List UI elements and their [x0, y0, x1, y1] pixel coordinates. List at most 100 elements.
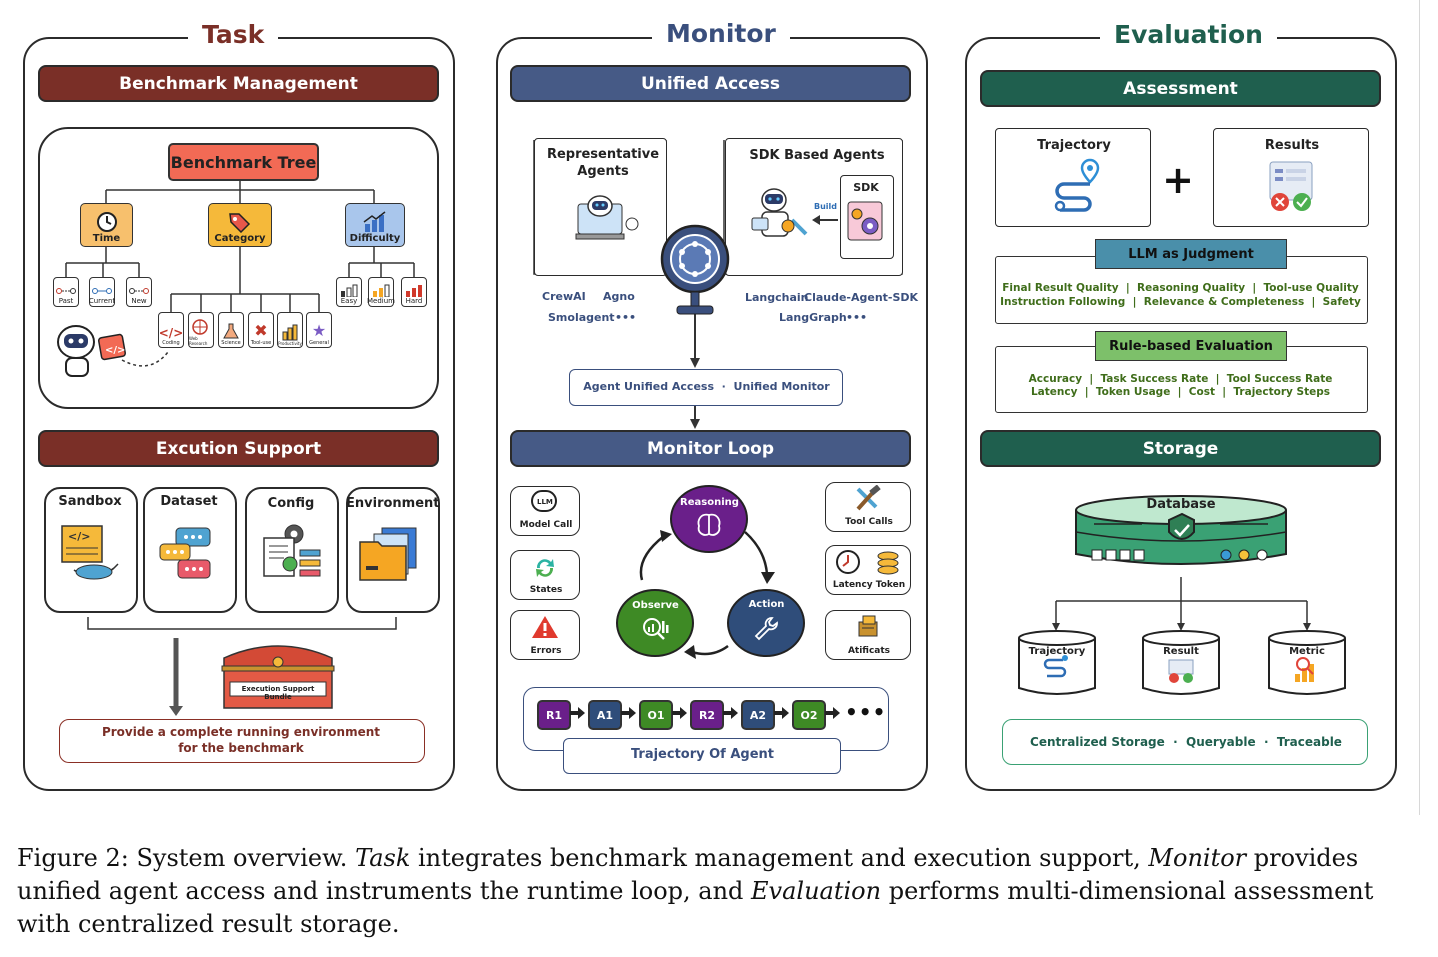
task-title: Task: [188, 20, 279, 49]
observe-node: [616, 589, 694, 657]
current-label: Current: [88, 297, 116, 305]
leaf-easy: Easy: [336, 277, 362, 307]
environment-label: Environment: [346, 496, 440, 511]
clock-icon: [96, 212, 117, 232]
trajectory-step-a2: A2: [741, 700, 775, 730]
rule-criteria-line1: Accuracy | Task Success Rate | Tool Succ…: [1028, 373, 1333, 385]
past-icon: [56, 288, 76, 294]
provide-text-box: [59, 719, 425, 763]
dataset-label: Dataset: [160, 494, 218, 509]
leaf-current: Current: [89, 277, 115, 307]
right-edge-line: [1419, 0, 1420, 815]
rule-criteria-line2: Latency | Token Usage | Cost | Trajector…: [1030, 386, 1331, 398]
storage-text: Centralized Storage · Queryable · Tracea…: [1030, 735, 1342, 749]
representative-agents-label-1: Representative: [546, 147, 660, 162]
svg-text:</>: </>: [68, 530, 90, 543]
framework-more-left: •••: [615, 311, 637, 324]
storage-bar: Storage: [980, 430, 1381, 467]
medium-label: Medium: [367, 297, 395, 305]
representative-agents-label-2: Agents: [577, 164, 629, 179]
leaf-past: Past: [53, 277, 79, 307]
refresh-states-icon: [536, 559, 554, 577]
benchmark-management-bar: Benchmark Management: [38, 65, 439, 102]
productivity-label: Productivity: [278, 341, 302, 346]
hammer-wrench-icon: [856, 485, 881, 511]
leaf-hard: Hard: [401, 277, 427, 307]
trajectory-arrows: [570, 707, 840, 719]
states-label: States: [529, 585, 563, 595]
caption-part1: integrates benchmark management and exec…: [410, 844, 1149, 872]
database-label: Database: [1146, 497, 1216, 512]
bundle-label: Execution Support Bundle: [241, 685, 315, 701]
unified-monitor-text: Agent Unified Access · Unified Monitor: [583, 380, 830, 393]
provide-text-line2: for the benchmark: [178, 741, 304, 755]
framework-langgraph: LangGraph: [779, 311, 847, 324]
evaluation-title: Evaluation: [1100, 20, 1277, 49]
action-label: Action: [748, 599, 785, 610]
medium-bars-icon: [373, 284, 390, 297]
globe-search-icon: [192, 319, 208, 335]
framework-agno: Agno: [603, 290, 635, 303]
results-check-icon: [1269, 161, 1313, 211]
chat-bubbles-icon: [159, 527, 211, 579]
build-arrow-icon: [812, 215, 838, 225]
metric-store-label: Metric: [1289, 646, 1325, 657]
errors-label: Errors: [530, 646, 562, 656]
route-pin-icon: [1054, 158, 1100, 212]
results-card-label: Results: [1264, 138, 1320, 153]
difficulty-category: Difficulty: [345, 203, 405, 247]
robot-coder-icon: </>: [57, 325, 127, 377]
caption-monitor: Monitor: [1148, 844, 1247, 872]
code-icon: </>: [158, 326, 184, 340]
leaf-general: ★ General: [306, 312, 332, 348]
tool-use-label: Tool-use: [250, 340, 272, 346]
trajectory-more: •••: [845, 700, 887, 724]
monitor-globe-icon: [660, 224, 730, 315]
past-label: Past: [58, 297, 74, 305]
framework-langchain: Langchain: [745, 291, 809, 304]
config-gear-icon: [263, 524, 321, 577]
trajectory-store-cylinder: [1018, 630, 1096, 695]
star-icon: ★: [311, 321, 327, 340]
caption-task: Task: [355, 844, 411, 872]
category-category: Category: [208, 203, 272, 247]
framework-more-right: •••: [846, 311, 868, 324]
sdk-gears-icon: [847, 201, 883, 241]
caption-prefix: Figure 2: System overview.: [17, 844, 356, 872]
robot-tools-icon: [751, 188, 808, 237]
rule-based-header: Rule-based Evaluation: [1095, 331, 1287, 361]
sdk-label: SDK: [853, 181, 879, 194]
leaf-coding: </> Coding: [158, 312, 184, 348]
coding-label: Coding: [162, 340, 180, 346]
svg-text:LLM: LLM: [537, 498, 553, 506]
result-store-cylinder: [1142, 630, 1220, 695]
monitor-loop-bar: Monitor Loop: [510, 430, 911, 467]
artifacts-label: Atificats: [847, 646, 891, 656]
sandbox-label: Sandbox: [58, 494, 122, 509]
sandbox-icon: </>: [61, 525, 119, 580]
provide-text-line1: Provide a complete running environment: [101, 725, 381, 739]
trajectory-label-box: [563, 738, 841, 774]
trajectory-step-o2: O2: [792, 700, 826, 730]
warning-icon: [532, 616, 558, 638]
easy-label: Easy: [340, 297, 358, 305]
plus-sign: +: [1162, 158, 1194, 202]
magnifier-chart-icon: [643, 618, 669, 640]
time-category: Time: [80, 203, 133, 247]
assessment-bar: Assessment: [980, 70, 1381, 107]
wrench-icon: [754, 617, 778, 641]
clock-coins-icon: [836, 550, 899, 575]
leaf-tool-use: ✖ Tool-use: [248, 312, 274, 348]
caption-evaluation: Evaluation: [751, 877, 882, 905]
benchmark-tree-connectors: [65, 177, 415, 367]
llm-judgment-header: LLM as Judgment: [1095, 239, 1287, 269]
artifacts-icon: [858, 615, 878, 637]
llm-criteria-line1: Final Result Quality | Reasoning Quality…: [1002, 282, 1359, 294]
growth-chart-icon: [363, 211, 386, 232]
toolbox-icon: [221, 645, 335, 709]
bar-chart-icon: [282, 324, 298, 341]
hard-bars-icon: [406, 285, 422, 297]
config-label: Config: [267, 496, 315, 511]
observe-label: Observe: [632, 600, 679, 611]
framework-smolagent: Smolagent: [548, 311, 615, 324]
